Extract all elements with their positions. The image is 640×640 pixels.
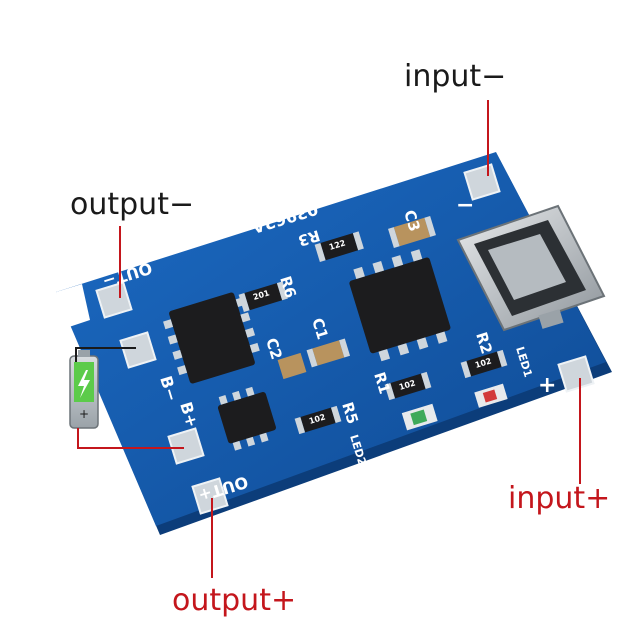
- battery-wire-pos: [77, 428, 184, 449]
- ic-left: [163, 292, 260, 384]
- silk-in-minus: −: [456, 193, 474, 218]
- resistor-r2: [460, 349, 508, 379]
- label-output-plus: output+: [172, 583, 297, 618]
- battery-wire-neg: [75, 347, 136, 362]
- svg-text:+: +: [79, 407, 89, 421]
- capacitor-c2: [277, 352, 307, 380]
- resistor-r5: [294, 405, 342, 435]
- pad-b-minus: [119, 331, 157, 369]
- silk-r5: R5: [338, 400, 362, 426]
- silk-c2: C2: [262, 336, 285, 362]
- led-1: [474, 383, 508, 408]
- silk-r2: R2: [472, 330, 496, 356]
- pad-b-plus: [167, 427, 205, 465]
- battery-icon: +: [69, 350, 99, 429]
- label-input-minus: input−: [404, 59, 507, 94]
- annotation-lines: [75, 100, 581, 578]
- silk-r1: R1: [370, 370, 394, 396]
- ic-chips: [163, 249, 451, 451]
- pad-in-minus: [463, 163, 501, 201]
- pad-out-minus: [95, 281, 133, 319]
- micro-usb-connector: [456, 204, 606, 332]
- smd-components: [238, 216, 508, 435]
- ic-small: [217, 386, 276, 451]
- silk-r3: R3: [296, 226, 322, 250]
- silk-r6: R6: [276, 274, 300, 300]
- resistor-r3: [314, 231, 364, 262]
- label-input-plus: input+: [508, 481, 611, 516]
- silk-c1: C1: [308, 316, 331, 342]
- capacitor-c3: [388, 216, 436, 248]
- silk-c3: C3: [400, 208, 423, 234]
- solder-pads: [95, 163, 595, 515]
- led-2: [401, 403, 438, 431]
- label-output-minus: output−: [70, 187, 195, 222]
- capacitor-c1: [306, 338, 351, 368]
- silk-in-plus: +: [538, 373, 556, 398]
- resistor-r6: [238, 281, 288, 312]
- ic-center: [349, 249, 451, 362]
- pad-out-plus: [191, 477, 229, 515]
- resistor-r1: [384, 371, 432, 401]
